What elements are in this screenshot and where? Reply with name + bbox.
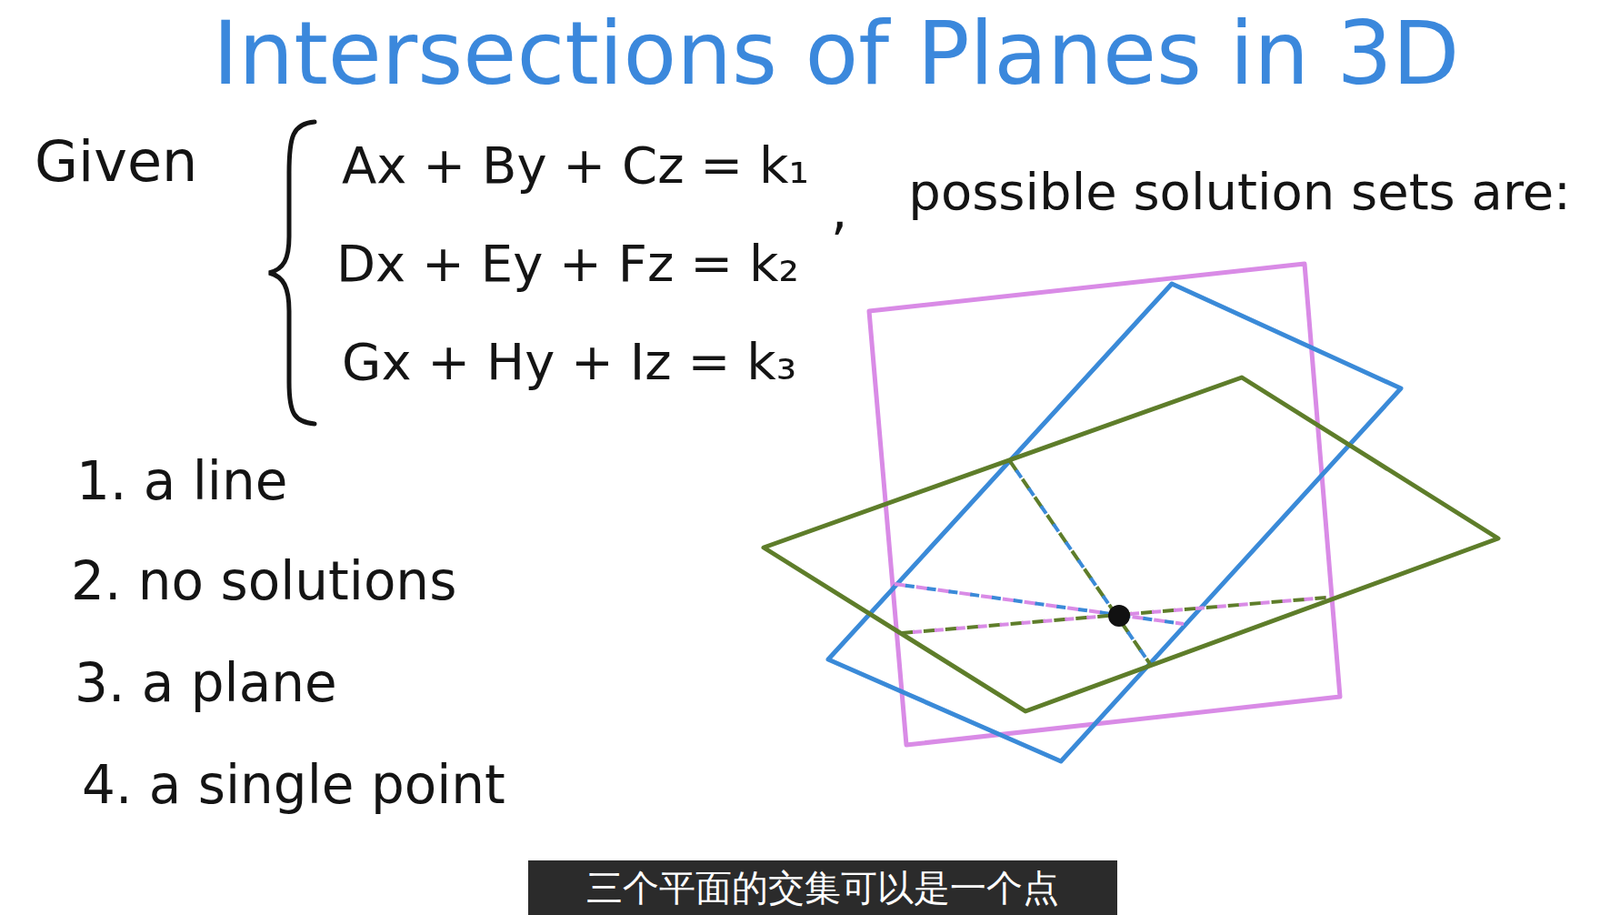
list-item: 4. a single point	[81, 754, 506, 816]
pink-plane	[869, 263, 1340, 745]
note-text: possible solution sets are:	[898, 159, 1571, 226]
diagram-title: Intersections of Planes in 3D	[212, 3, 1460, 104]
equation: Dx + Ey + Fz = k₂	[336, 234, 800, 293]
intersection-line	[1010, 460, 1150, 664]
comma: ,	[830, 180, 848, 241]
equation: Gx + Hy + Iz = k₃	[341, 332, 797, 391]
list-item: 1. a line	[76, 450, 288, 512]
curly-brace	[269, 121, 315, 424]
intersection-point	[1108, 604, 1130, 627]
blue-plane	[828, 283, 1401, 761]
intersection-line	[894, 583, 1184, 624]
intersection-line	[901, 597, 1327, 633]
equation: Ax + By + Cz = k₁	[341, 136, 810, 195]
given-label: Given	[34, 129, 198, 194]
list-item: 3. a plane	[74, 652, 338, 714]
intersection-line	[901, 597, 1327, 633]
list-item: 2. no solutions	[70, 550, 457, 612]
green-plane	[763, 377, 1499, 711]
intersection-line	[894, 583, 1184, 624]
subtitle-text: 三个平面的交集可以是一个点	[586, 862, 1060, 913]
subtitle-bar: 三个平面的交集可以是一个点	[528, 860, 1118, 915]
intersection-line	[1010, 460, 1150, 664]
